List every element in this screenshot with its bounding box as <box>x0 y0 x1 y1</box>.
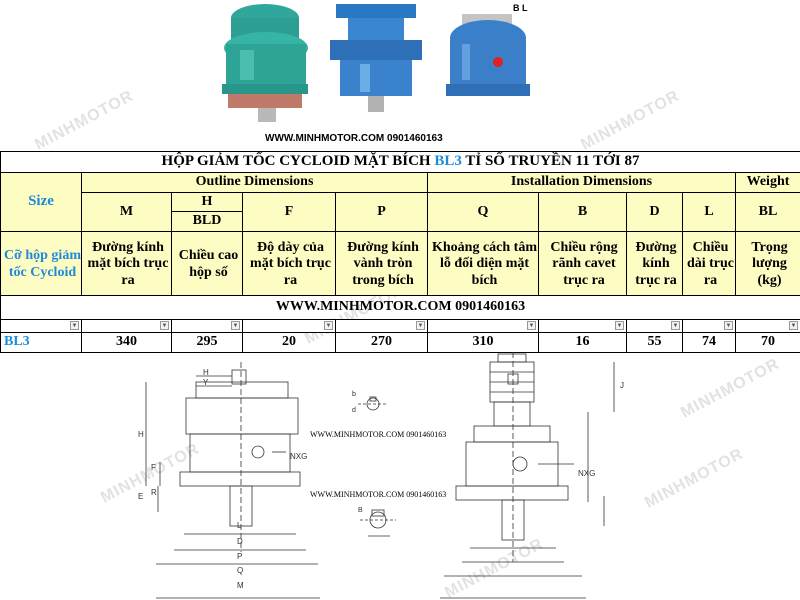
dimension-table: HỘP GIẢM TỐC CYCLOID MẶT BÍCH BL3 TỈ SỐ … <box>0 151 800 353</box>
filter-row: ▼ ▼ ▼ ▼ ▼ ▼ ▼ ▼ ▼ ▼ <box>0 319 800 333</box>
label-R: R <box>151 488 157 497</box>
col-L: L <box>682 192 736 232</box>
desc-M: Đường kính mặt bích trục ra <box>81 231 172 296</box>
label-E: E <box>138 492 143 501</box>
label-L: L <box>237 521 242 530</box>
drawing-site-text-2: WWW.MINHMOTOR.COM 0901460163 <box>310 490 447 499</box>
value-model: BL3 <box>0 332 82 353</box>
label-B: B <box>358 507 363 514</box>
value-Q: 310 <box>427 332 539 353</box>
label-Y: Y <box>203 378 209 387</box>
desc-B: Chiều rộng rãnh cavet trục ra <box>538 231 627 296</box>
filter-cell[interactable]: ▼ <box>427 319 539 333</box>
desc-size: Cỡ hộp giảm tốc Cycloid <box>0 231 82 296</box>
reducer-photos-svg: B L <box>222 3 530 122</box>
keyway-detail-top <box>358 396 388 411</box>
teal-reducer-image <box>222 4 308 122</box>
label-H: H <box>138 430 144 439</box>
label-F: F <box>151 463 156 472</box>
filter-cell[interactable]: ▼ <box>335 319 428 333</box>
blue-motor-reducer-image <box>330 4 422 112</box>
table-title: HỘP GIẢM TỐC CYCLOID MẶT BÍCH BL3 TỈ SỐ … <box>0 151 800 173</box>
col-F: F <box>242 192 336 232</box>
desc-P: Đường kính vành tròn trong bích <box>335 231 428 296</box>
drawing-site-text-1: WWW.MINHMOTOR.COM 0901460163 <box>310 430 447 439</box>
col-D: D <box>626 192 683 232</box>
col-Q: Q <box>427 192 539 232</box>
filter-cell[interactable]: ▼ <box>0 319 82 333</box>
left-reducer-drawing <box>145 362 318 565</box>
header-installation-dimensions: Installation Dimensions <box>427 172 736 193</box>
desc-H: Chiều cao hộp số <box>171 231 243 296</box>
filter-cell[interactable]: ▼ <box>682 319 736 333</box>
right-reducer-drawing <box>444 352 615 577</box>
label-b: b <box>352 391 356 398</box>
col-BL: BL <box>735 192 800 232</box>
label-M: M <box>237 581 244 590</box>
filter-cell[interactable]: ▼ <box>242 319 336 333</box>
filter-dropdown-icon[interactable]: ▼ <box>416 321 425 330</box>
label-NXG-right: NXG <box>578 469 595 478</box>
value-B: 16 <box>538 332 627 353</box>
header-size: Size <box>0 172 82 232</box>
desc-L: Chiều dài trục ra <box>682 231 736 296</box>
label-P: P <box>237 552 242 561</box>
col-BLD: BLD <box>171 211 243 232</box>
flange-reducer-image <box>446 14 530 96</box>
filter-dropdown-icon[interactable]: ▼ <box>789 321 798 330</box>
value-BL: 70 <box>735 332 800 353</box>
label-Q: Q <box>237 566 243 575</box>
filter-dropdown-icon[interactable]: ▼ <box>671 321 680 330</box>
filter-dropdown-icon[interactable]: ▼ <box>70 321 79 330</box>
desc-D: Đường kính trục ra <box>626 231 683 296</box>
filter-cell[interactable]: ▼ <box>171 319 243 333</box>
filter-dropdown-icon[interactable]: ▼ <box>527 321 536 330</box>
keyway-detail-bottom <box>360 509 396 537</box>
col-H: H <box>171 192 243 212</box>
label-J: J <box>620 381 624 390</box>
value-L: 74 <box>682 332 736 353</box>
value-H: 295 <box>171 332 243 353</box>
filter-cell[interactable]: ▼ <box>538 319 627 333</box>
filter-cell[interactable]: ▼ <box>81 319 172 333</box>
table-site-row: WWW.MINHMOTOR.COM 0901460163 <box>0 295 800 320</box>
filter-dropdown-icon[interactable]: ▼ <box>160 321 169 330</box>
header-outline-dimensions: Outline Dimensions <box>81 172 428 193</box>
filter-dropdown-icon[interactable]: ▼ <box>324 321 333 330</box>
filter-dropdown-icon[interactable]: ▼ <box>615 321 624 330</box>
filter-dropdown-icon[interactable]: ▼ <box>724 321 733 330</box>
table-row: BL3 340 295 20 270 310 16 55 74 70 <box>0 332 800 353</box>
col-M: M <box>81 192 172 232</box>
value-M: 340 <box>81 332 172 353</box>
label-H-top: H <box>203 368 209 377</box>
brand-label: B L <box>513 3 528 13</box>
label-NXG: NXG <box>290 452 307 461</box>
filter-cell[interactable]: ▼ <box>735 319 800 333</box>
header-weight: Weight <box>735 172 800 193</box>
site-contact-text: WWW.MINHMOTOR.COM 0901460163 <box>265 133 443 144</box>
technical-drawings: Y H H F R E L D P Q M NXG b d B <box>0 352 800 600</box>
drawings-svg: Y H H F R E L D P Q M NXG b d B <box>138 352 624 599</box>
value-D: 55 <box>626 332 683 353</box>
col-B: B <box>538 192 627 232</box>
label-d: d <box>352 407 356 414</box>
col-P: P <box>335 192 428 232</box>
desc-BL: Trọng lượng (kg) <box>735 231 800 296</box>
filter-dropdown-icon[interactable]: ▼ <box>231 321 240 330</box>
product-photos: B L WWW.MINHMOTOR.COM 0901460163 <box>0 0 800 150</box>
filter-cell[interactable]: ▼ <box>626 319 683 333</box>
value-F: 20 <box>242 332 336 353</box>
desc-F: Độ dày của mặt bích trục ra <box>242 231 336 296</box>
desc-Q: Khoảng cách tâm lỗ đối diện mặt bích <box>427 231 539 296</box>
value-P: 270 <box>335 332 428 353</box>
label-D: D <box>237 537 243 546</box>
